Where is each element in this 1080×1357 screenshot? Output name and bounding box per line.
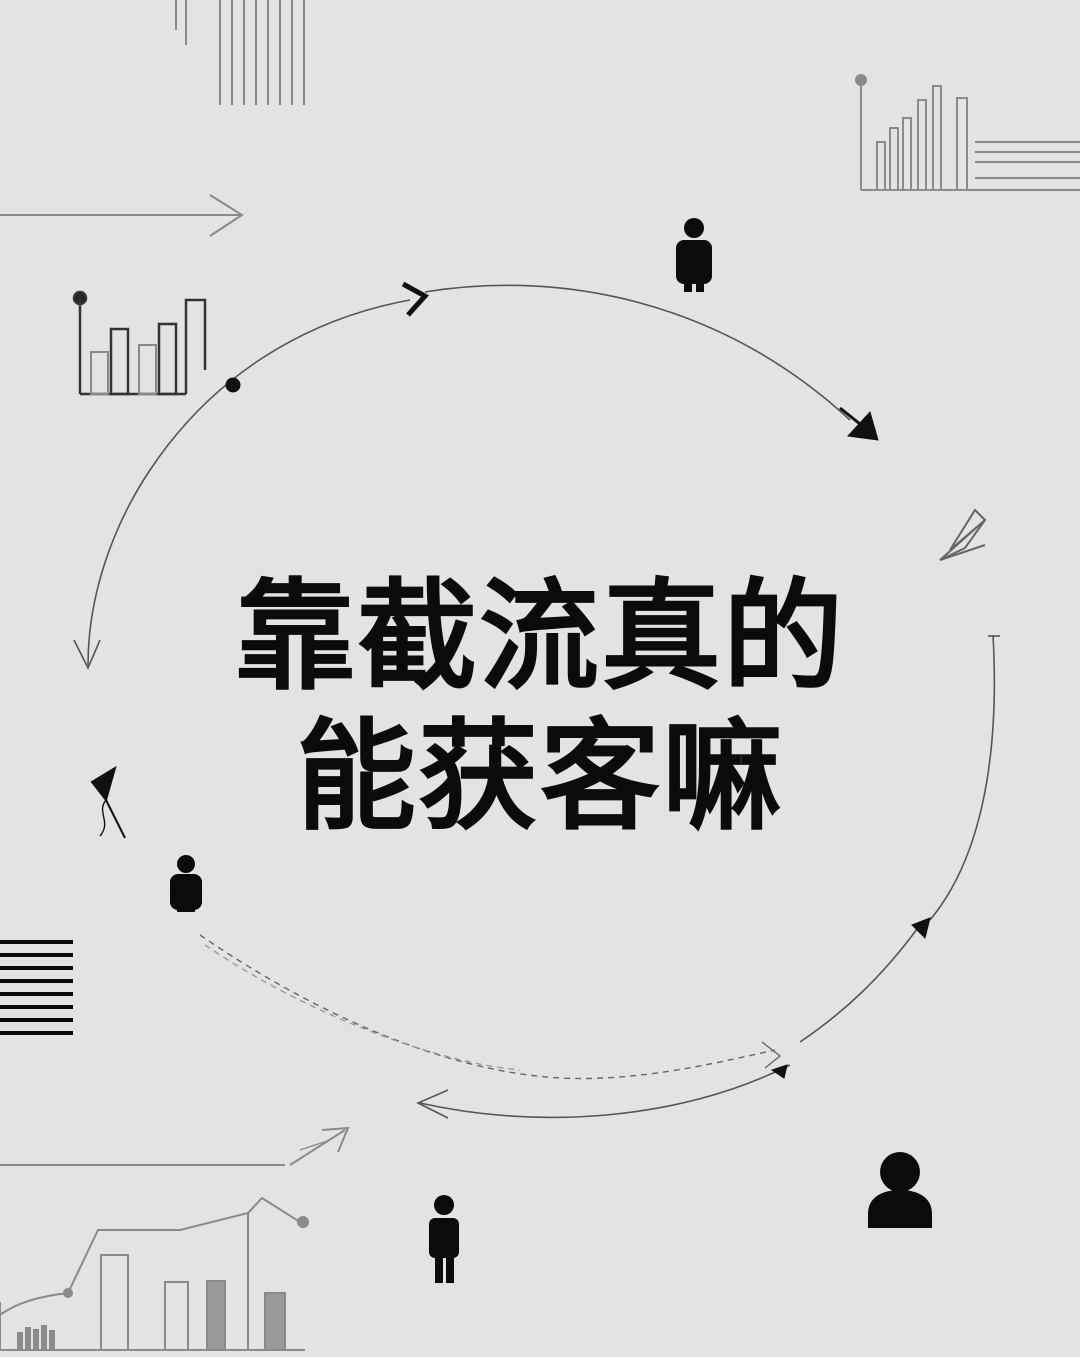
person-icon — [429, 1195, 459, 1283]
bar-chart-icon — [72, 290, 207, 396]
hatch-lines-icon — [175, 0, 305, 105]
headline: 靠截流真的 能获客嘛 — [140, 568, 940, 848]
kite-icon — [90, 765, 126, 839]
paper-plane-icon — [939, 508, 987, 561]
ring-arrowheads — [225, 281, 931, 1079]
user-avatar-icon — [868, 1152, 932, 1228]
headline-line-2: 能获客嘛 — [296, 708, 784, 847]
line-chart-icon — [0, 1126, 350, 1351]
arrow-right-icon — [0, 194, 244, 237]
cycle-ring — [73, 284, 1000, 1119]
person-icon — [676, 218, 712, 292]
person-icon — [170, 855, 202, 912]
dashed-path — [199, 934, 782, 1080]
bar-chart-icon — [855, 74, 1080, 191]
headline-line-1: 靠截流真的 — [235, 568, 845, 707]
menu-lines-icon — [0, 940, 73, 1035]
